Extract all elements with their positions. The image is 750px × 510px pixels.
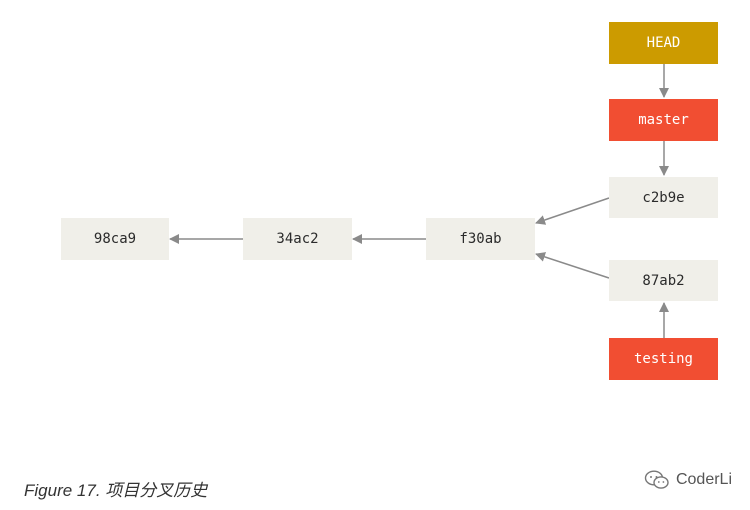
branch-master: master [609, 99, 718, 141]
commit-f30ab: f30ab [426, 218, 535, 260]
watermark: CoderLi [644, 470, 732, 490]
figure-caption: Figure 17. 项目分叉历史 [24, 481, 208, 500]
edge-c2b9e-to-f30ab [535, 197, 610, 225]
watermark-text: CoderLi [675, 471, 732, 488]
commit-98ca9: 98ca9 [61, 218, 169, 260]
wechat-icon [644, 470, 670, 490]
branch-testing: testing [609, 338, 718, 380]
commit-87ab2: 87ab2 [609, 260, 718, 301]
head-pointer: HEAD [609, 22, 718, 64]
commit-c2b9e: c2b9e [609, 177, 718, 218]
edge-87ab2-to-f30ab [535, 252, 610, 279]
commit-34ac2: 34ac2 [243, 218, 352, 260]
